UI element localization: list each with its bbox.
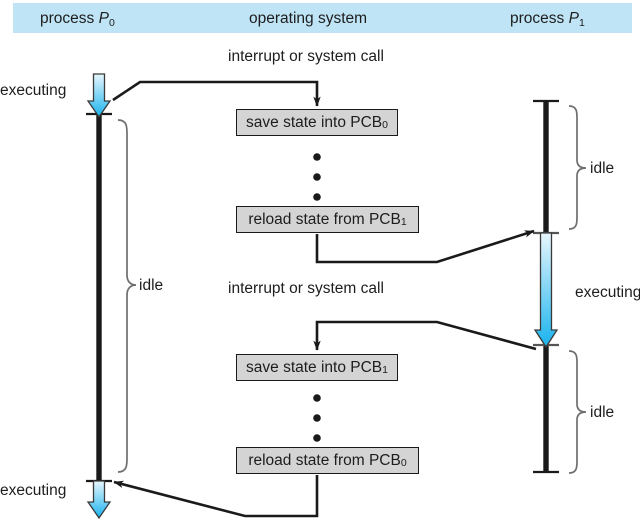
timeline-p0: [86, 112, 112, 483]
header-process-p1: process P1: [510, 10, 585, 29]
brace-idle-p1-top: [568, 105, 587, 230]
box3-text: reload state from PCB: [248, 451, 401, 469]
connector-reload1-to-p1: [315, 229, 535, 264]
executing-arrow-p1: [533, 232, 559, 349]
header-band: [13, 3, 632, 33]
label-executing-p0-bottom: executing: [0, 482, 67, 499]
ellipsis-dots-top: [313, 153, 321, 201]
connector-p1-to-save1: [313, 320, 537, 351]
header-p0-sub: 0: [108, 17, 115, 29]
connector-reload0-to-p0: [113, 475, 319, 518]
header-p1-text: process: [510, 10, 569, 27]
brace-idle-p0: [117, 119, 137, 473]
header-p0-text: process: [40, 10, 99, 27]
label-executing-p0-top: executing: [0, 82, 67, 99]
ellipsis-dots-bottom: [313, 394, 321, 442]
header-os-text: operating system: [249, 10, 368, 27]
header-p1-italic: P: [568, 10, 579, 27]
box0-sub: 0: [382, 119, 388, 132]
header-p1-sub: 1: [578, 17, 585, 29]
timeline-p1: [533, 99, 559, 474]
box2-text: save state into PCB: [246, 358, 383, 376]
box1-text: reload state from PCB: [248, 210, 401, 228]
box3-sub: 0: [400, 457, 407, 470]
brace-idle-p1-bottom: [568, 350, 587, 474]
box1-sub: 1: [400, 216, 407, 229]
label-idle-p1-top: idle: [590, 160, 615, 177]
header-process-p0: process P0: [40, 10, 115, 29]
label-interrupt-2: interrupt or system call: [228, 280, 384, 297]
header-p0-italic: P: [98, 10, 109, 27]
label-interrupt-1: interrupt or system call: [228, 48, 384, 65]
executing-arrow-p0-top: [86, 73, 112, 119]
box0-text: save state into PCB: [246, 113, 383, 131]
connector-p0-to-save0: [112, 80, 321, 107]
label-idle-p1-bottom: idle: [590, 404, 615, 421]
box2-sub: 1: [382, 364, 388, 377]
label-executing-p1: executing: [575, 284, 640, 301]
header-operating-system: operating system: [249, 11, 367, 27]
executing-arrow-p0-bottom: [86, 480, 112, 520]
label-idle-p0: idle: [139, 277, 164, 294]
